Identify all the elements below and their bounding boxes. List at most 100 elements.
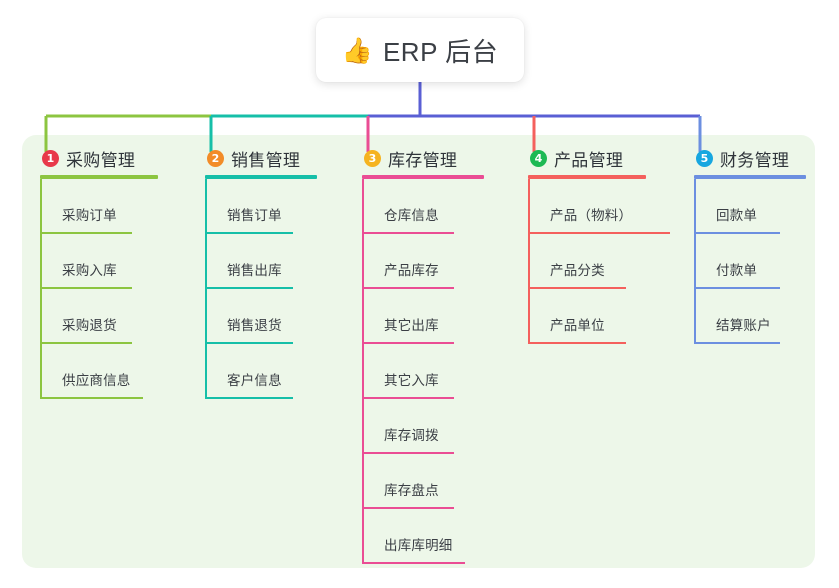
leaf-stem [362, 344, 364, 399]
leaf-stem [40, 234, 42, 289]
leaf-node[interactable]: 销售订单 [205, 179, 317, 234]
leaf-node[interactable]: 结算账户 [694, 289, 806, 344]
leaf-node[interactable]: 销售出库 [205, 234, 317, 289]
leaf-label: 销售订单 [227, 208, 282, 223]
column-header[interactable]: 4 产品管理 [528, 146, 646, 170]
column-header-rule [205, 175, 317, 179]
column-items: 销售订单销售出库销售退货客户信息 [205, 179, 317, 399]
column-number-badge: 3 [364, 149, 381, 167]
leaf-node[interactable]: 回款单 [694, 179, 806, 234]
leaf-label: 采购订单 [62, 208, 117, 223]
leaf-label: 回款单 [716, 208, 758, 223]
thumbs-up-icon: 👍 [341, 35, 373, 65]
leaf-stem [362, 454, 364, 509]
leaf-node[interactable]: 采购入库 [40, 234, 158, 289]
leaf-stem [528, 234, 530, 289]
leaf-node[interactable]: 库存盘点 [362, 454, 484, 509]
leaf-rule [362, 507, 454, 509]
diagram-panel [22, 135, 815, 568]
leaf-stem [362, 179, 364, 234]
leaf-label: 库存调拨 [384, 428, 439, 443]
leaf-label: 采购退货 [62, 318, 117, 333]
leaf-stem [205, 344, 207, 399]
leaf-stem [528, 289, 530, 344]
leaf-node[interactable]: 产品分类 [528, 234, 646, 289]
leaf-label: 供应商信息 [62, 373, 131, 388]
leaf-stem [362, 234, 364, 289]
page-title: ERP 后台 [382, 36, 499, 67]
leaf-node[interactable]: 出库库明细 [362, 509, 484, 564]
column-header-rule [362, 175, 484, 179]
leaf-rule [694, 287, 780, 289]
leaf-label: 其它出库 [384, 318, 439, 333]
leaf-node[interactable]: 付款单 [694, 234, 806, 289]
column-items: 回款单付款单结算账户 [694, 179, 806, 344]
leaf-stem [40, 179, 42, 234]
leaf-label: 产品单位 [550, 318, 605, 333]
leaf-node[interactable]: 其它出库 [362, 289, 484, 344]
column-header-rule [528, 175, 646, 179]
column-number-badge: 2 [207, 149, 224, 167]
leaf-stem [205, 234, 207, 289]
leaf-rule [362, 397, 454, 399]
column-number-badge: 4 [530, 149, 547, 167]
leaf-node[interactable]: 库存调拨 [362, 399, 484, 454]
leaf-label: 其它入库 [384, 373, 439, 388]
leaf-label: 库存盘点 [384, 483, 439, 498]
leaf-stem [694, 179, 696, 234]
leaf-label: 产品库存 [384, 263, 439, 278]
column-title: 财务管理 [720, 150, 790, 170]
column-items: 采购订单采购入库采购退货供应商信息 [40, 179, 158, 399]
leaf-node[interactable]: 销售退货 [205, 289, 317, 344]
leaf-rule [40, 232, 132, 234]
leaf-node[interactable]: 采购订单 [40, 179, 158, 234]
leaf-label: 产品分类 [550, 263, 605, 278]
leaf-node[interactable]: 其它入库 [362, 344, 484, 399]
leaf-label: 采购入库 [62, 263, 117, 278]
leaf-label: 产品（物料） [550, 208, 633, 223]
leaf-rule [205, 287, 293, 289]
leaf-rule [40, 342, 132, 344]
leaf-rule [528, 342, 626, 344]
leaf-stem [40, 344, 42, 399]
leaf-rule [362, 452, 454, 454]
leaf-node[interactable]: 产品（物料） [528, 179, 670, 234]
leaf-stem [362, 509, 364, 564]
leaf-node[interactable]: 采购退货 [40, 289, 158, 344]
column-title: 销售管理 [231, 150, 301, 170]
column-items: 产品（物料） 产品分类产品单位 [528, 179, 670, 344]
leaf-label: 销售退货 [227, 318, 282, 333]
root-node[interactable]: 👍 ERP 后台 [316, 18, 524, 82]
column-title: 采购管理 [66, 150, 136, 170]
leaf-node[interactable]: 产品单位 [528, 289, 646, 344]
leaf-stem [40, 289, 42, 344]
leaf-rule [362, 232, 454, 234]
leaf-rule [40, 397, 143, 399]
column-title: 产品管理 [554, 150, 624, 170]
leaf-rule [362, 342, 454, 344]
leaf-label: 仓库信息 [384, 208, 439, 223]
column-number-badge: 5 [696, 149, 713, 167]
column-header[interactable]: 5 财务管理 [694, 146, 806, 170]
leaf-label: 出库库明细 [384, 538, 453, 553]
leaf-node[interactable]: 客户信息 [205, 344, 317, 399]
column-header-rule [694, 175, 806, 179]
leaf-rule [205, 397, 293, 399]
leaf-node[interactable]: 仓库信息 [362, 179, 484, 234]
leaf-stem [694, 234, 696, 289]
leaf-rule [362, 287, 454, 289]
leaf-node[interactable]: 产品库存 [362, 234, 484, 289]
leaf-stem [362, 399, 364, 454]
leaf-node[interactable]: 供应商信息 [40, 344, 158, 399]
column-财务管理: 5 财务管理回款单付款单结算账户 [694, 146, 806, 344]
leaf-stem [362, 289, 364, 344]
leaf-rule [205, 342, 293, 344]
column-销售管理: 2 销售管理销售订单销售出库销售退货客户信息 [205, 146, 317, 399]
column-header[interactable]: 2 销售管理 [205, 146, 317, 170]
leaf-rule [528, 287, 626, 289]
